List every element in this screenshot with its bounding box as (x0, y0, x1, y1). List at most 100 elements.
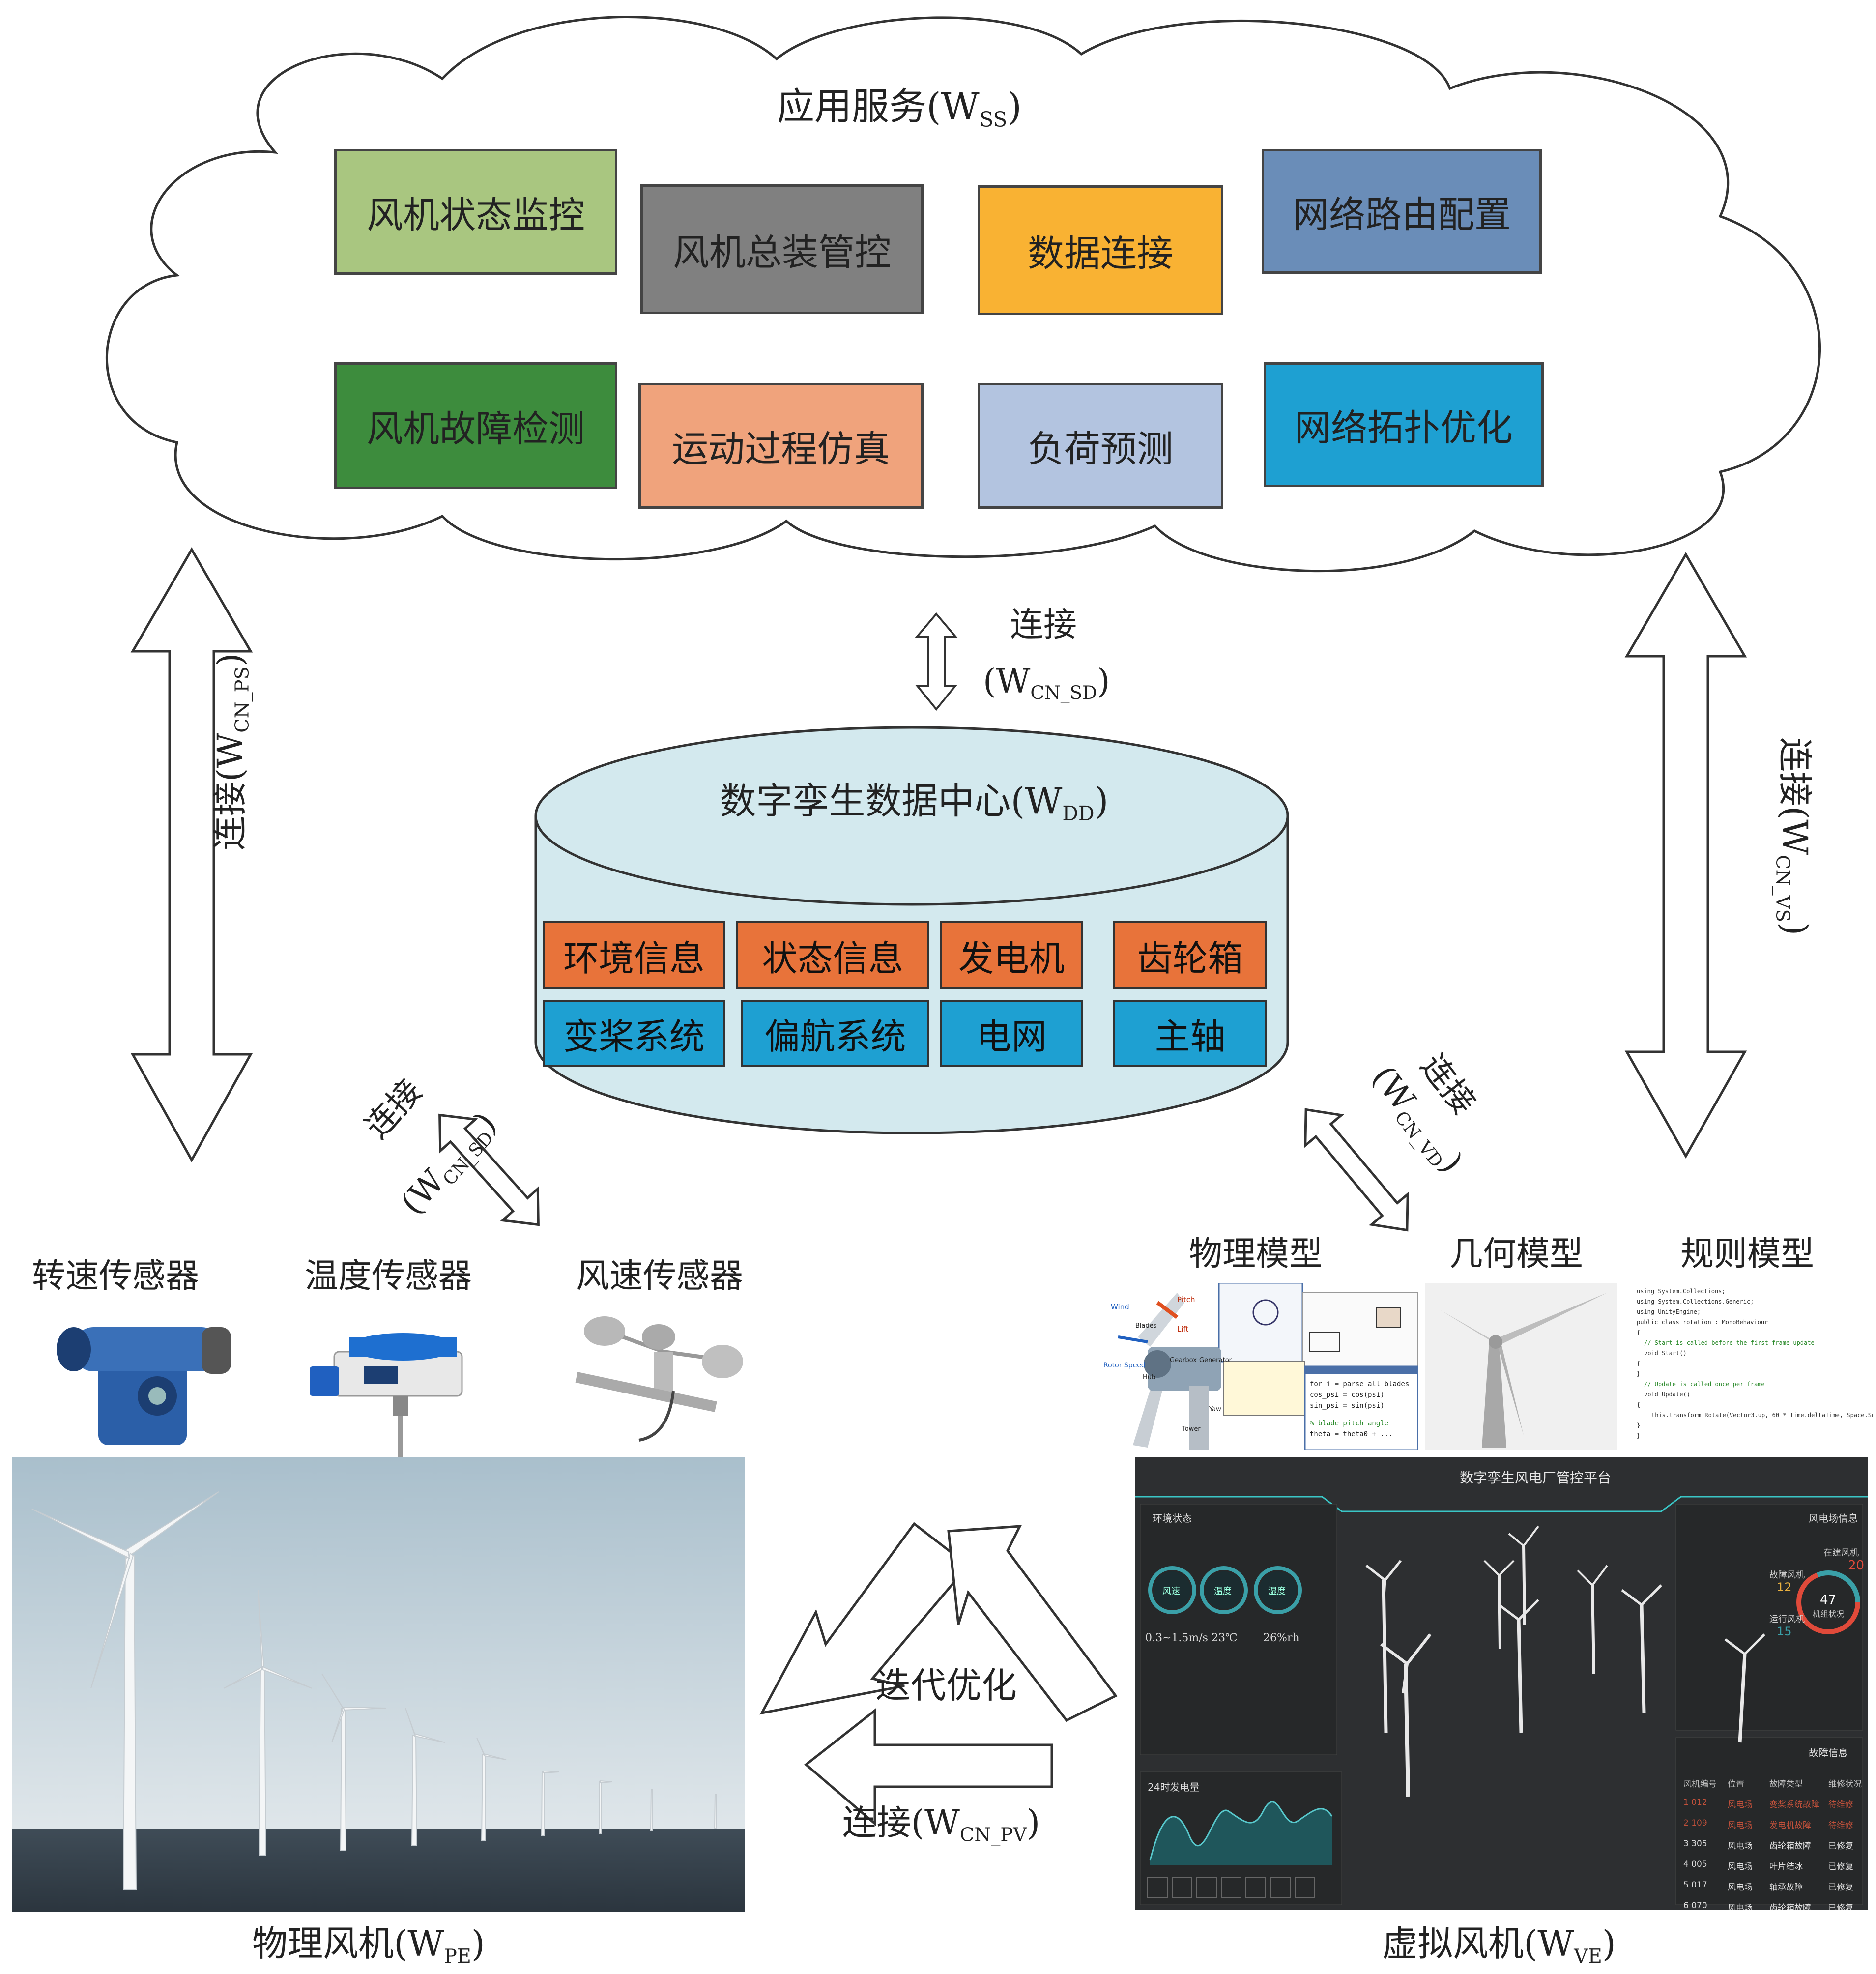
fault-table-cell: 齿轮箱故障 (1769, 1903, 1811, 1910)
geometric-model-image (1425, 1283, 1617, 1450)
svg-text:theta = theta0 + ...: theta = theta0 + ... (1310, 1430, 1393, 1438)
cloud-title: 应用服务(WSS) (777, 85, 1022, 132)
model-label-physical: 物理模型 (1188, 1235, 1323, 1274)
gauge-label-temp: 温度 (1214, 1586, 1232, 1597)
arrow-cloud-datacenter (915, 612, 958, 711)
code-line: using System.Collections; (1637, 1288, 1726, 1295)
in-service-value: 20 (1848, 1558, 1865, 1573)
fault-table-cell: 待维修 (1828, 1821, 1853, 1830)
iteration-arrows (759, 1522, 1118, 1827)
label-cn-ps: 连接(WCN_PS) (210, 653, 254, 850)
fault-table-cell: 6 070 (1683, 1901, 1707, 1910)
code-line: using System.Collections.Generic; (1637, 1298, 1754, 1305)
fault-table-cell: 齿轮箱故障 (1769, 1841, 1811, 1851)
env-value-wind: 0.3~1.5m/s (1145, 1632, 1208, 1644)
code-line: { (1637, 1401, 1641, 1408)
svg-text:% blade pitch angle: % blade pitch angle (1310, 1420, 1388, 1427)
pm-label-tower: Tower (1182, 1425, 1201, 1433)
env-status-title: 环境状态 (1153, 1512, 1192, 1524)
service-box-4: 网络路由配置 (1262, 149, 1542, 274)
fault-table-header: 故障类型 (1769, 1779, 1803, 1789)
fault-table-cell: 轴承故障 (1769, 1883, 1803, 1892)
dc-item-shaft: 主轴 (1113, 1000, 1267, 1067)
arrow-model-datacenter (1304, 1108, 1409, 1232)
fault-table-cell: 风电场 (1728, 1862, 1753, 1872)
code-line: } (1637, 1432, 1641, 1439)
pm-label-yaw: Yaw (1209, 1406, 1221, 1413)
iterate-label: 迭代优化 (875, 1665, 1017, 1706)
virtual-dashboard: 数字孪生风电厂管控平台 环境状态 风速 温度 湿度 0.3~1.5m/s 23℃… (1135, 1457, 1868, 1910)
env-value-humidity: 26%rh (1263, 1632, 1299, 1644)
temperature-sensor-icon (310, 1333, 463, 1460)
pm-label-generator: Generator (1199, 1357, 1232, 1364)
rule-model-code: using System.Collections; using System.Co… (1632, 1283, 1873, 1450)
code-line: using UnityEngine; (1637, 1308, 1701, 1315)
physical-wind-turbine-photo (12, 1457, 745, 1912)
service-box-1: 风机状态监控 (334, 149, 617, 275)
physical-turbine-label: 物理风机(WPE) (252, 1923, 485, 1968)
gauge-label-humidity: 湿度 (1268, 1586, 1286, 1597)
fault-table-cell: 待维修 (1828, 1800, 1853, 1810)
running-turbine-value: 15 (1777, 1625, 1792, 1638)
code-line: } (1637, 1422, 1641, 1429)
pm-label-pitch: Pitch (1177, 1295, 1195, 1304)
pm-label-gearbox: Gearbox (1170, 1357, 1197, 1364)
fault-table-cell: 发电机故障 (1769, 1821, 1811, 1830)
service-box-7: 负荷预测 (978, 383, 1223, 509)
service-box-6: 运动过程仿真 (638, 383, 924, 509)
fault-table-cell: 风电场 (1728, 1800, 1753, 1810)
fault-table-header: 风机编号 (1683, 1779, 1717, 1789)
svg-text:sin_psi = sin(psi): sin_psi = sin(psi) (1310, 1402, 1385, 1410)
fault-table-cell: 已修复 (1828, 1903, 1853, 1910)
fault-table-cell: 已修复 (1828, 1883, 1853, 1892)
service-box-8: 网络拓扑优化 (1264, 362, 1544, 487)
fault-table-cell: 已修复 (1828, 1841, 1853, 1851)
farm-info-title: 风电场信息 (1809, 1512, 1858, 1524)
in-service-label: 在建风机 (1823, 1548, 1859, 1558)
fault-table-cell: 变桨系统故障 (1769, 1800, 1819, 1810)
fault-table-cell: 1 012 (1683, 1798, 1707, 1807)
fault-turbine-value: 12 (1777, 1580, 1792, 1594)
code-line: this.transform.Rotate(Vector3.up, 60 * T… (1651, 1412, 1873, 1419)
dc-item-pitch: 变桨系统 (543, 1000, 725, 1067)
code-line: // Update is called once per frame (1644, 1381, 1765, 1388)
code-line: { (1637, 1329, 1641, 1336)
dc-item-state: 状态信息 (736, 921, 929, 989)
arrow-right-vertical (1624, 552, 1747, 1159)
label-cn-vs: 连接(WCN_VS) (1771, 737, 1815, 936)
sensor-label-speed: 转速传感器 (31, 1257, 200, 1296)
svg-text:for i = parse all blades: for i = parse all blades (1310, 1380, 1409, 1388)
fault-table-cell: 叶片结冰 (1769, 1862, 1803, 1872)
dc-item-generator: 发电机 (940, 921, 1083, 989)
svg-text:cos_psi = cos(psi): cos_psi = cos(psi) (1310, 1391, 1385, 1399)
physical-model-image: for i = parse all blades cos_psi = cos(p… (1103, 1283, 1418, 1450)
datacenter-title: 数字孪生数据中心(WDD) (720, 780, 1109, 826)
fault-table-cell: 风电场 (1728, 1883, 1753, 1892)
label-cn-sd-left: 连接 (357, 1072, 430, 1146)
arrow-left-vertical (130, 547, 253, 1163)
fault-table-header: 维修状况 (1828, 1779, 1862, 1789)
pm-label-blades: Blades (1135, 1322, 1157, 1330)
dc-item-yaw: 偏航系统 (741, 1000, 929, 1067)
code-line: { (1637, 1360, 1641, 1367)
speed-sensor-icon (57, 1327, 231, 1445)
model-label-geometric: 几何模型 (1449, 1235, 1584, 1274)
service-box-5: 风机故障检测 (334, 362, 617, 489)
power-title: 24时发电量 (1148, 1781, 1200, 1793)
ring-label: 机组状况 (1813, 1609, 1845, 1619)
fault-turbine-label: 故障风机 (1769, 1570, 1805, 1580)
fault-table-cell: 5 017 (1683, 1880, 1707, 1890)
code-line: public class rotation : MonoBehaviour (1637, 1319, 1768, 1326)
arrow-sensor-datacenter (438, 1113, 540, 1226)
fault-info-title: 故障信息 (1809, 1747, 1848, 1759)
code-line: } (1637, 1370, 1641, 1377)
running-turbine-label: 运行风机 (1769, 1614, 1805, 1625)
model-label-rule: 规则模型 (1680, 1235, 1815, 1274)
fault-table-cell: 2 109 (1683, 1818, 1707, 1828)
code-line: void Start() (1644, 1350, 1687, 1357)
gauge-label-wind: 风速 (1162, 1586, 1180, 1597)
dc-item-gearbox: 齿轮箱 (1113, 921, 1267, 989)
fault-table-header: 位置 (1728, 1779, 1744, 1789)
fault-table-cell: 风电场 (1728, 1841, 1753, 1851)
